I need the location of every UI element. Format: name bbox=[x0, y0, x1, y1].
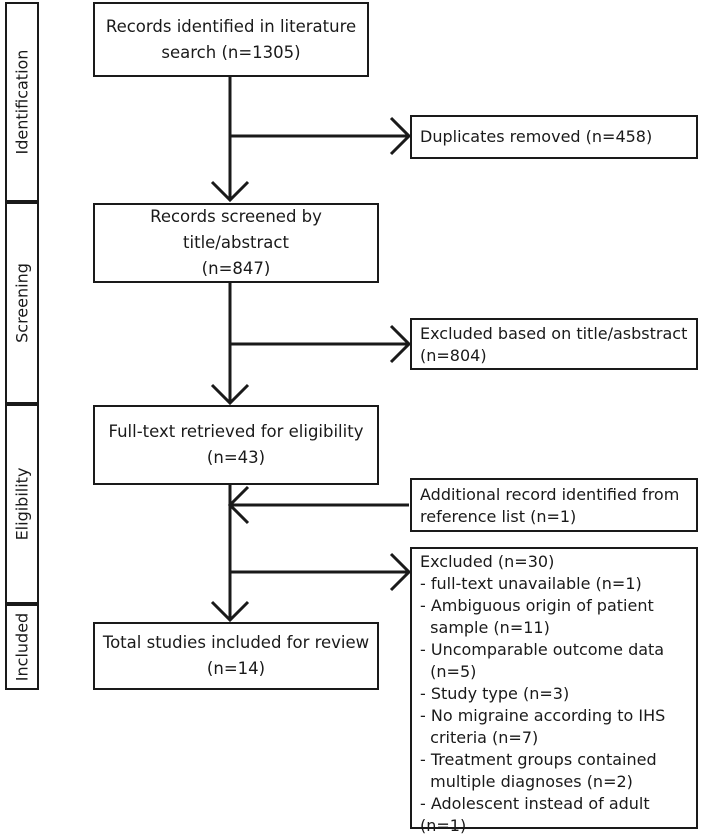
exclusion-reason-list: - full-text unavailable (n=1) - Ambiguou… bbox=[420, 573, 688, 837]
box-full-text-line1: Full-text retrieved for eligibility bbox=[108, 422, 364, 441]
exclusion-reason-item: criteria (n=7) bbox=[420, 728, 539, 747]
box-total-included: Total studies included for review (n=14) bbox=[93, 622, 379, 690]
exclusion-reason-item: - Treatment groups contained bbox=[420, 750, 657, 769]
box-duplicates-removed: Duplicates removed (n=458) bbox=[410, 115, 698, 159]
box-additional-line2: reference list (n=1) bbox=[420, 507, 577, 526]
box-full-text-line2: (n=43) bbox=[206, 448, 266, 467]
stage-label-included: Included bbox=[5, 604, 39, 690]
box-excluded-title-line1: Excluded based on title/asbstract bbox=[420, 324, 688, 343]
box-records-screened-line2: (n=847) bbox=[201, 259, 271, 278]
exclusion-reason-item: - Ambiguous origin of patient bbox=[420, 596, 654, 615]
box-additional-line1: Additional record identified from bbox=[420, 485, 680, 504]
box-excluded-title-line2: (n=804) bbox=[420, 346, 487, 365]
box-records-identified: Records identified in literature search … bbox=[93, 2, 369, 77]
box-total-included-line2: (n=14) bbox=[206, 659, 266, 678]
arrowhead-down-1 bbox=[210, 180, 250, 203]
arrowhead-down-3 bbox=[210, 600, 250, 623]
box-excluded-title: Excluded based on title/asbstract (n=804… bbox=[410, 318, 698, 370]
exclusion-reason-item: (n=5) bbox=[420, 662, 477, 681]
arrowhead-right-1 bbox=[389, 116, 412, 156]
box-records-identified-line1: Records identified in literature bbox=[105, 16, 357, 36]
box-full-text: Full-text retrieved for eligibility (n=4… bbox=[93, 405, 379, 485]
box-records-screened-line1: Records screened by title/abstract bbox=[150, 207, 322, 252]
box-excluded-fulltext-header: Excluded (n=30) bbox=[420, 552, 555, 571]
stage-label-screening: Screening bbox=[5, 202, 39, 404]
box-records-screened: Records screened by title/abstract (n=84… bbox=[93, 203, 379, 283]
arrowhead-right-3 bbox=[389, 552, 412, 592]
box-total-included-line1: Total studies included for review bbox=[102, 633, 370, 652]
exclusion-reason-item: - Uncomparable outcome data bbox=[420, 640, 665, 659]
arrowhead-down-2 bbox=[210, 383, 250, 406]
arrowhead-left-1 bbox=[227, 485, 250, 525]
exclusion-reason-item: - Study type (n=3) bbox=[420, 684, 570, 703]
stage-label-identification: Identification bbox=[5, 2, 39, 202]
exclusion-reason-item: sample (n=11) bbox=[420, 618, 550, 637]
exclusion-reason-item: - No migraine according to IHS bbox=[420, 706, 666, 725]
stage-label-eligibility: Eligibility bbox=[5, 404, 39, 604]
exclusion-reason-item: multiple diagnoses (n=2) bbox=[420, 772, 633, 791]
exclusion-reason-item: - Adolescent instead of adult (n=1) bbox=[420, 794, 650, 835]
exclusion-reason-item: - full-text unavailable (n=1) bbox=[420, 574, 642, 593]
box-duplicates-line1: Duplicates removed (n=458) bbox=[420, 127, 653, 146]
arrowhead-right-2 bbox=[389, 324, 412, 364]
box-excluded-fulltext: Excluded (n=30) - full-text unavailable … bbox=[410, 547, 698, 835]
box-additional-record: Additional record identified from refere… bbox=[410, 478, 698, 532]
box-records-identified-line2: search (n=1305) bbox=[161, 42, 301, 62]
